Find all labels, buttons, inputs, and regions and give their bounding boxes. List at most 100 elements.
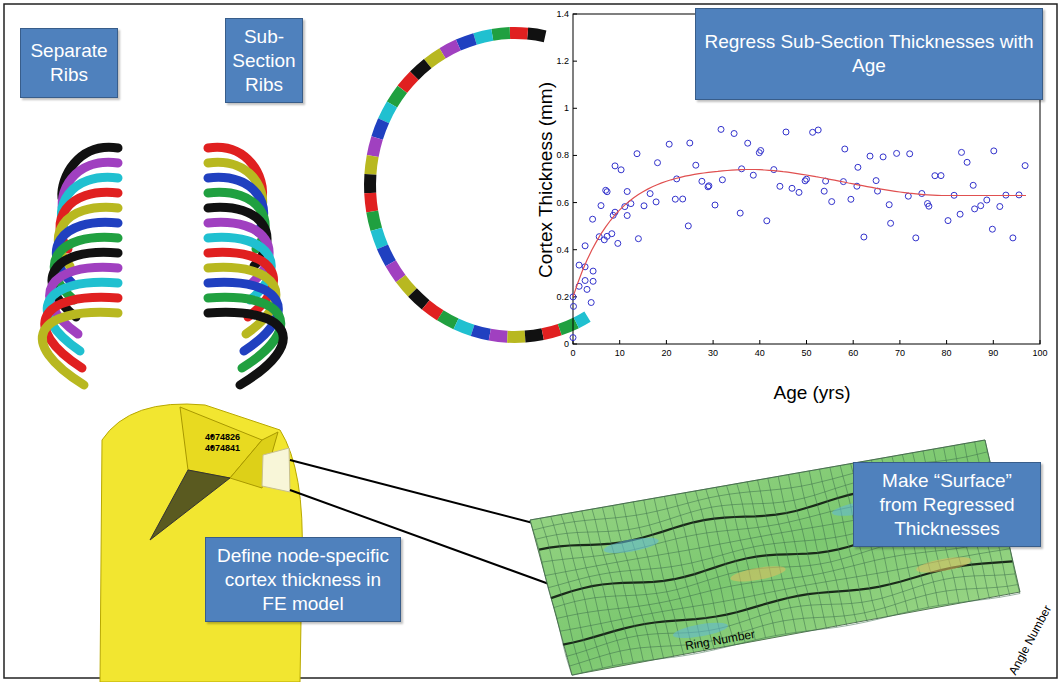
mesh-line <box>551 516 593 670</box>
rib-section <box>440 315 456 324</box>
data-point <box>842 146 848 152</box>
step-text: Define node-specific cortex thickness in… <box>214 544 392 615</box>
step-box: Separate Ribs <box>20 28 118 98</box>
scatter-points <box>570 126 1028 340</box>
rib-section <box>492 33 510 35</box>
data-point <box>1010 235 1016 241</box>
data-point <box>810 129 816 135</box>
tick-label: 50 <box>801 348 811 358</box>
rib-section <box>490 335 508 337</box>
mesh-line <box>799 473 837 628</box>
mesh-line <box>582 511 623 664</box>
mesh-line <box>727 486 766 638</box>
data-point <box>618 167 624 173</box>
data-point <box>796 189 802 195</box>
data-point <box>978 203 984 209</box>
rib-section <box>426 305 441 316</box>
rib-section <box>384 105 392 121</box>
rib-section <box>383 247 391 263</box>
rib-section <box>413 293 426 305</box>
rib-section <box>456 324 473 331</box>
data-point <box>641 203 647 209</box>
rib-section <box>364 174 376 193</box>
tick-label: 80 <box>942 348 952 358</box>
tick-label: 0.8 <box>556 150 569 160</box>
rib-section <box>402 76 414 90</box>
data-point <box>867 153 873 159</box>
step-box: Sub-Section Ribs <box>225 18 303 103</box>
mesh-line <box>602 507 643 661</box>
data-point <box>926 203 932 209</box>
data-point <box>705 184 711 190</box>
data-point <box>653 199 659 205</box>
mesh-line <box>540 518 582 673</box>
mesh-line <box>566 574 1015 657</box>
data-point <box>590 268 596 274</box>
tick-label: 1 <box>564 103 569 113</box>
data-point <box>855 164 861 170</box>
rib-section <box>510 27 528 40</box>
tick <box>899 340 900 344</box>
data-point <box>685 223 691 229</box>
mesh-line <box>716 487 755 640</box>
data-point <box>582 278 588 284</box>
data-point <box>718 126 724 132</box>
data-point <box>576 262 582 268</box>
axis-title: Cortex Thickness (mm) <box>535 82 557 278</box>
data-point <box>938 173 944 179</box>
data-point <box>582 243 588 249</box>
step-text: Sub-Section Ribs <box>232 25 295 96</box>
data-point <box>584 286 590 292</box>
axis-label: Ring Number <box>684 627 756 653</box>
data-point <box>598 203 604 209</box>
data-point <box>861 234 867 240</box>
data-point <box>783 129 789 135</box>
tick <box>759 340 760 344</box>
tick-label: 40 <box>755 348 765 358</box>
tick <box>573 344 577 345</box>
mesh-line <box>592 509 633 662</box>
rib-section <box>372 211 376 229</box>
regression-curve <box>573 170 1026 297</box>
data-point <box>802 178 808 184</box>
mesh-line <box>563 561 1013 644</box>
data-point <box>588 300 594 306</box>
mesh-line <box>696 491 735 645</box>
mesh-line <box>572 594 1020 676</box>
tick-label: 30 <box>708 348 718 358</box>
data-point <box>590 278 596 284</box>
tick <box>573 249 577 250</box>
data-point <box>655 160 661 166</box>
rib-section <box>414 64 427 76</box>
data-point <box>945 218 951 224</box>
data-point <box>666 141 672 147</box>
tick <box>1040 340 1041 344</box>
rib-section <box>525 334 543 336</box>
rib <box>208 312 283 385</box>
mesh-line <box>706 489 745 642</box>
data-point <box>997 204 1003 210</box>
rib-section <box>475 35 492 39</box>
data-point <box>609 231 615 237</box>
data-point <box>932 173 938 179</box>
data-point <box>634 151 640 157</box>
mesh-line <box>768 478 806 631</box>
tick <box>573 155 577 156</box>
step-text: Separate Ribs <box>29 39 109 87</box>
axis-label: Angle Number <box>1006 603 1054 677</box>
tick-label: 0 <box>570 348 575 358</box>
mesh-line <box>747 482 786 634</box>
tick-label: 1.2 <box>556 56 569 66</box>
tick <box>713 340 714 344</box>
data-point <box>604 189 610 195</box>
rib-cage <box>42 147 283 385</box>
tick <box>853 340 854 344</box>
data-point <box>1022 163 1028 169</box>
data-point <box>888 220 894 226</box>
mesh-line <box>633 502 673 657</box>
tick <box>573 108 577 109</box>
data-point <box>570 335 576 341</box>
surface-patch <box>915 554 972 576</box>
data-point <box>706 183 712 189</box>
